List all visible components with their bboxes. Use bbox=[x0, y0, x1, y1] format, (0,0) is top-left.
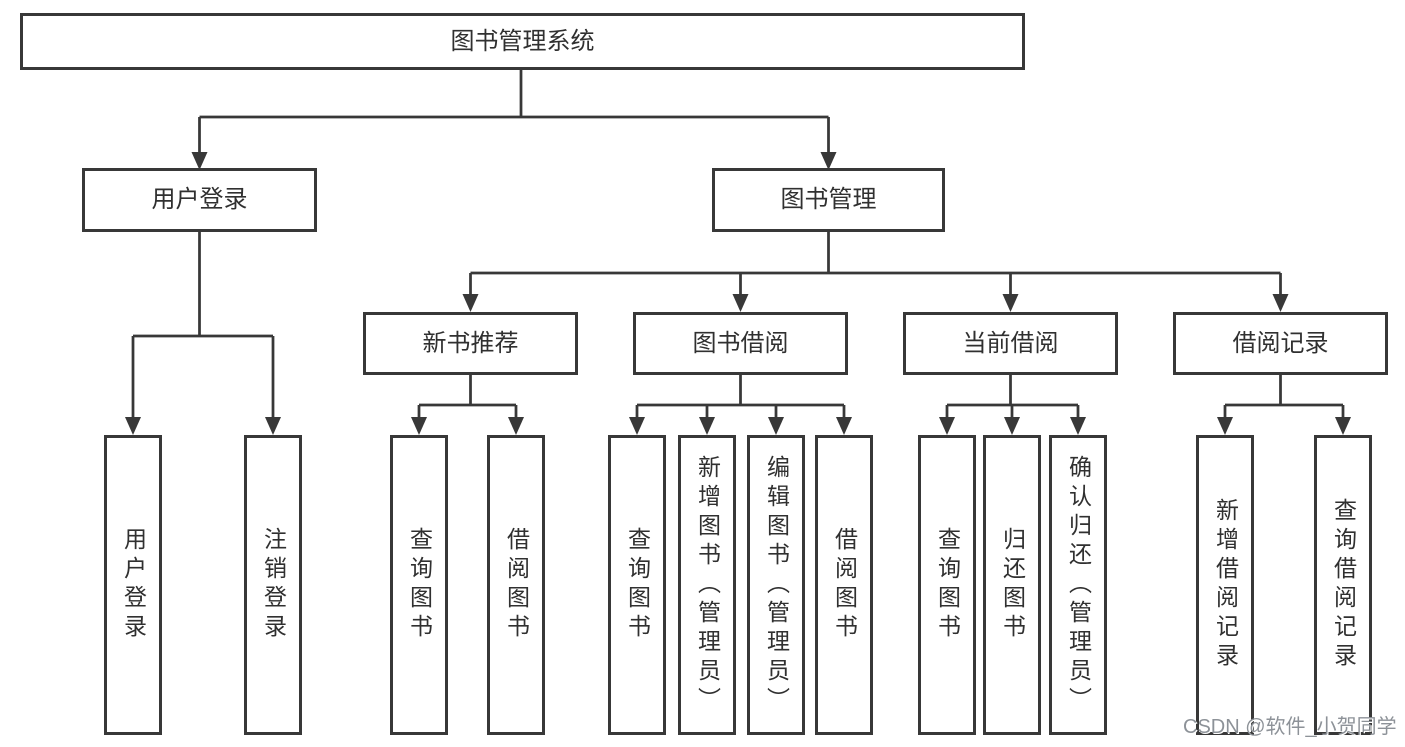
leaf-query-books-recommend: 查询图书 bbox=[390, 435, 448, 735]
arrow-down-icon bbox=[1070, 417, 1086, 435]
connector-records-to-leaves bbox=[1223, 375, 1345, 418]
node-borrowing-records: 借阅记录 bbox=[1173, 312, 1388, 375]
connector-current-to-leaves bbox=[945, 375, 1080, 418]
csdn-watermark: CSDN @软件_小贺同学 bbox=[1183, 716, 1397, 738]
connector-borrowing-to-leaves bbox=[635, 375, 846, 418]
arrow-down-icon bbox=[508, 417, 524, 435]
arrow-down-icon bbox=[1004, 417, 1020, 435]
node-root-system: 图书管理系统 bbox=[20, 13, 1025, 70]
arrow-down-icon bbox=[1002, 294, 1019, 312]
connector-root-to-level2 bbox=[198, 70, 830, 153]
leaf-return-books: 归还图书 bbox=[983, 435, 1041, 735]
arrow-down-icon bbox=[768, 417, 784, 435]
arrow-down-icon bbox=[462, 294, 479, 312]
leaf-query-borrow-record: 查询借阅记录 bbox=[1314, 435, 1372, 735]
leaf-user-login: 用户登录 bbox=[104, 435, 162, 735]
node-current-borrowing: 当前借阅 bbox=[903, 312, 1118, 375]
arrow-down-icon bbox=[939, 417, 955, 435]
arrow-down-icon bbox=[629, 417, 645, 435]
arrow-down-icon bbox=[820, 152, 837, 170]
arrowheads bbox=[125, 152, 1351, 435]
leaf-confirm-return-admin: 确认归还（管理员） bbox=[1049, 435, 1107, 735]
connector-userlogin-to-leaves bbox=[131, 232, 275, 418]
node-book-management: 图书管理 bbox=[712, 168, 945, 232]
leaf-add-book-admin: 新增图书（管理员） bbox=[678, 435, 736, 735]
arrow-down-icon bbox=[1335, 417, 1351, 435]
arrow-down-icon bbox=[732, 294, 749, 312]
leaf-query-books-current: 查询图书 bbox=[918, 435, 976, 735]
arrow-down-icon bbox=[836, 417, 852, 435]
leaf-add-borrow-record: 新增借阅记录 bbox=[1196, 435, 1254, 735]
node-new-book-recommendation: 新书推荐 bbox=[363, 312, 578, 375]
arrow-down-icon bbox=[265, 417, 281, 435]
connector-bookmgmt-to-level3 bbox=[469, 232, 1282, 295]
node-book-borrowing: 图书借阅 bbox=[633, 312, 848, 375]
leaf-edit-book-admin: 编辑图书（管理员） bbox=[747, 435, 805, 735]
node-user-login: 用户登录 bbox=[82, 168, 317, 232]
connector-recommend-to-leaves bbox=[417, 375, 518, 418]
arrow-down-icon bbox=[1217, 417, 1233, 435]
arrow-down-icon bbox=[699, 417, 715, 435]
leaf-borrow-books-recommend: 借阅图书 bbox=[487, 435, 545, 735]
arrow-down-icon bbox=[1272, 294, 1289, 312]
leaf-borrow-books-borrowing: 借阅图书 bbox=[815, 435, 873, 735]
arrow-down-icon bbox=[411, 417, 427, 435]
leaf-logout: 注销登录 bbox=[244, 435, 302, 735]
leaf-query-books-borrowing: 查询图书 bbox=[608, 435, 666, 735]
arrow-down-icon bbox=[125, 417, 141, 435]
arrow-down-icon bbox=[191, 152, 208, 170]
